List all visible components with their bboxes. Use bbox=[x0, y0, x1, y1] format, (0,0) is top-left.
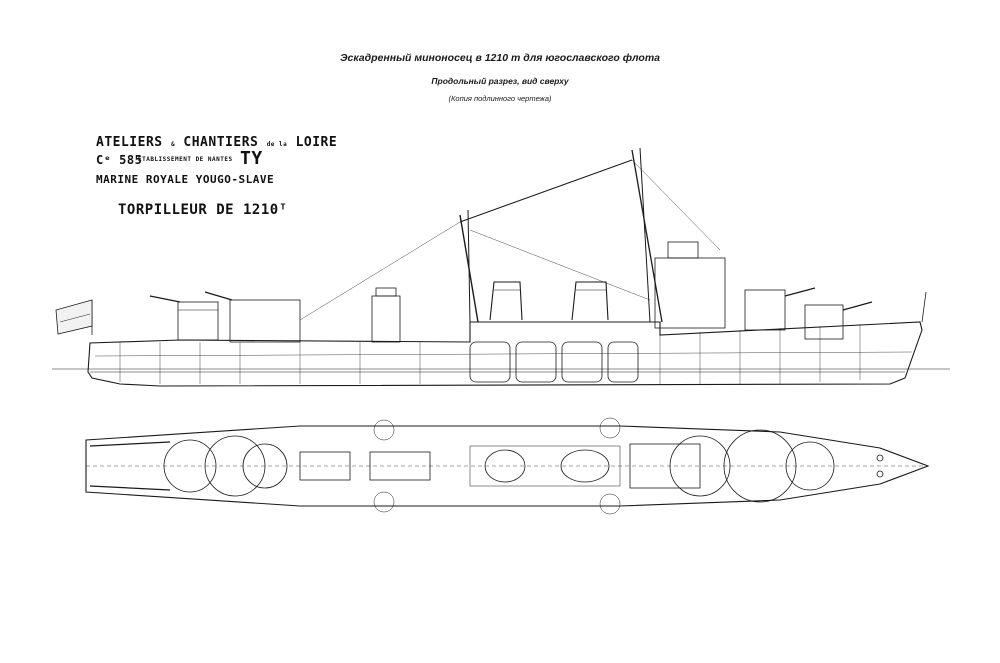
second-aft-gun-barrel bbox=[204, 291, 233, 301]
boiler-1 bbox=[469, 341, 511, 383]
aft-funnel bbox=[489, 281, 523, 321]
midship-torpedo-tubes bbox=[369, 451, 431, 481]
searchlight-platform bbox=[375, 287, 397, 297]
port-boat-davit bbox=[373, 419, 395, 441]
drawing-title: Эскадренный миноносец в 1210 т для югосл… bbox=[339, 52, 661, 64]
forward-gun-barrel-b bbox=[784, 287, 816, 297]
port-anchor-icon bbox=[876, 454, 884, 462]
fore-rigging bbox=[631, 159, 721, 251]
stamp-code-ty: TY bbox=[240, 148, 263, 169]
starboard-boat-davit bbox=[373, 491, 395, 513]
drawing-subtitle: Продольный разрез, вид сверху bbox=[431, 76, 569, 86]
hull-profile bbox=[87, 321, 923, 387]
port-mine-rail bbox=[89, 441, 171, 447]
stamp-ampersand: & bbox=[170, 141, 176, 148]
forward-gun-barrel-a bbox=[842, 301, 873, 311]
starboard-anchor-icon bbox=[876, 470, 884, 478]
starboard-mine-rail bbox=[89, 485, 171, 491]
jack-staff bbox=[921, 291, 927, 323]
port-searchlight-arc bbox=[599, 417, 621, 439]
stamp-navy: MARINE ROYALE YOUGO-SLAVE bbox=[96, 173, 275, 186]
aft-rigging bbox=[299, 221, 461, 321]
bow-gun-arc bbox=[785, 441, 835, 491]
stamp-vessel-type: TORPILLEUR DE 1210ᵀ bbox=[118, 202, 288, 218]
aft-superstructure bbox=[229, 299, 301, 343]
boiler-2 bbox=[515, 341, 557, 383]
fore-funnel-plan bbox=[560, 449, 610, 483]
rangefinder-platform bbox=[667, 241, 699, 259]
stamp-word-loire: LOIRE bbox=[295, 135, 338, 150]
forward-gun-house-a bbox=[804, 304, 844, 340]
upper-deck-line bbox=[94, 351, 913, 357]
ensign-stripe bbox=[59, 313, 91, 323]
stamp-contract-number: Cᵉ 585 bbox=[96, 153, 143, 167]
aft-torpedo-tubes bbox=[299, 451, 351, 481]
stamp-word-chantiers: CHANTIERS bbox=[183, 135, 259, 150]
engine-casing-plan bbox=[469, 445, 621, 487]
forward-gun-mount-b-plan bbox=[669, 435, 731, 497]
foremast bbox=[631, 149, 663, 323]
aft-funnel-plan bbox=[484, 449, 526, 483]
stamp-word-ateliers: ATELIERS bbox=[96, 135, 163, 150]
main-mast-leg bbox=[467, 209, 471, 323]
aft-gun-barrel bbox=[149, 295, 181, 303]
bridge-superstructure bbox=[654, 257, 726, 329]
starboard-searchlight-arc bbox=[599, 493, 621, 515]
stamp-line-shipyard: ATELIERS & CHANTIERS de la LOIRE bbox=[96, 135, 337, 150]
drawing-note: (Копия подлинного чертежа) bbox=[448, 94, 552, 103]
forward-gun-mount-a-plan bbox=[723, 429, 797, 503]
boiler-3 bbox=[561, 341, 603, 383]
ensign-flag-icon bbox=[55, 299, 93, 335]
boiler-4 bbox=[607, 341, 639, 383]
side-profile bbox=[52, 147, 950, 387]
aft-gun-mount-plan bbox=[163, 439, 217, 493]
forward-gun-house-b bbox=[744, 289, 786, 331]
wireless-aerial bbox=[459, 159, 633, 223]
foremast-leg bbox=[639, 147, 651, 323]
bridge-plan bbox=[629, 443, 701, 489]
deck-outline bbox=[85, 425, 930, 507]
mid-rigging bbox=[469, 229, 651, 301]
plan-view bbox=[85, 417, 930, 515]
compartment-lines bbox=[119, 324, 861, 384]
second-aft-gun-mount-plan bbox=[204, 435, 266, 497]
stamp-word-de-la: de la bbox=[266, 141, 288, 148]
aft-gun-house bbox=[177, 301, 219, 341]
stamp-establishment: ETABLISSEMENT DE NANTES bbox=[138, 156, 233, 163]
searchlight-tower bbox=[371, 295, 401, 343]
fore-funnel bbox=[571, 281, 609, 321]
third-aft-gun-mount-plan bbox=[242, 443, 288, 489]
